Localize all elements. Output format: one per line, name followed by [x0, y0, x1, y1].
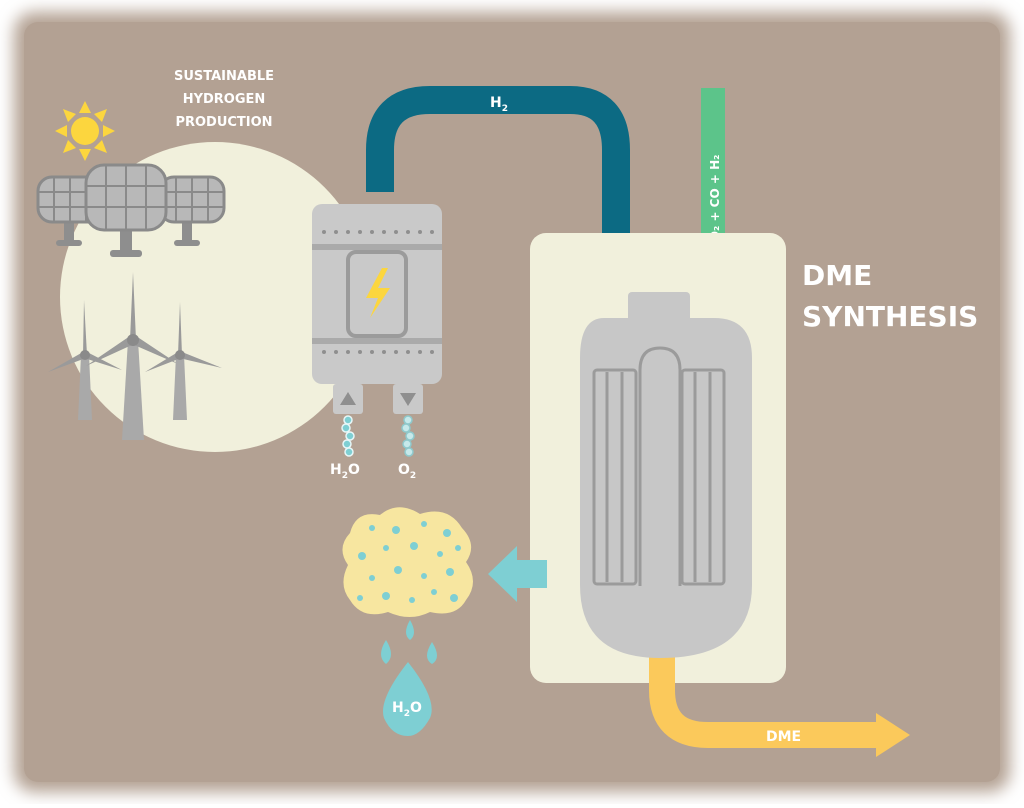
synthesis-label-line2: SYNTHESIS [802, 300, 978, 333]
water-out-label: H2O [330, 462, 360, 481]
sun-icon [55, 101, 115, 161]
drop-label: H2O [392, 700, 422, 719]
electrolyzer-icon [312, 204, 442, 414]
wind-turbine-icon [48, 272, 222, 440]
water-in-arrow [340, 392, 356, 405]
oxygen-bubbles [401, 415, 415, 457]
feed-gas-label: CO₂ + CO + H₂ [708, 155, 722, 250]
oxygen-out-label: O2 [398, 462, 416, 481]
production-label: SUSTAINABLE HYDROGEN PRODUCTION [174, 69, 274, 130]
production-label-line3: PRODUCTION [175, 115, 272, 130]
solar-panel-icon [36, 163, 226, 257]
water-bubbles [341, 415, 355, 457]
lightning-icon [366, 268, 390, 318]
production-label-line2: HYDROGEN [183, 92, 266, 107]
h2-pipe-label: H2 [490, 95, 508, 114]
oxygen-out-arrow [400, 393, 416, 406]
water-drop-icon [381, 620, 437, 736]
reactor-icon [580, 292, 752, 658]
production-label-line1: SUSTAINABLE [174, 69, 274, 84]
dme-output-arrow: DME [649, 638, 910, 757]
sponge-icon [342, 507, 473, 617]
water-removal-arrow [488, 546, 547, 602]
synthesis-label: DME SYNTHESIS [802, 259, 978, 333]
dme-output-label: DME [766, 729, 801, 745]
synthesis-label-line1: DME [802, 259, 872, 292]
